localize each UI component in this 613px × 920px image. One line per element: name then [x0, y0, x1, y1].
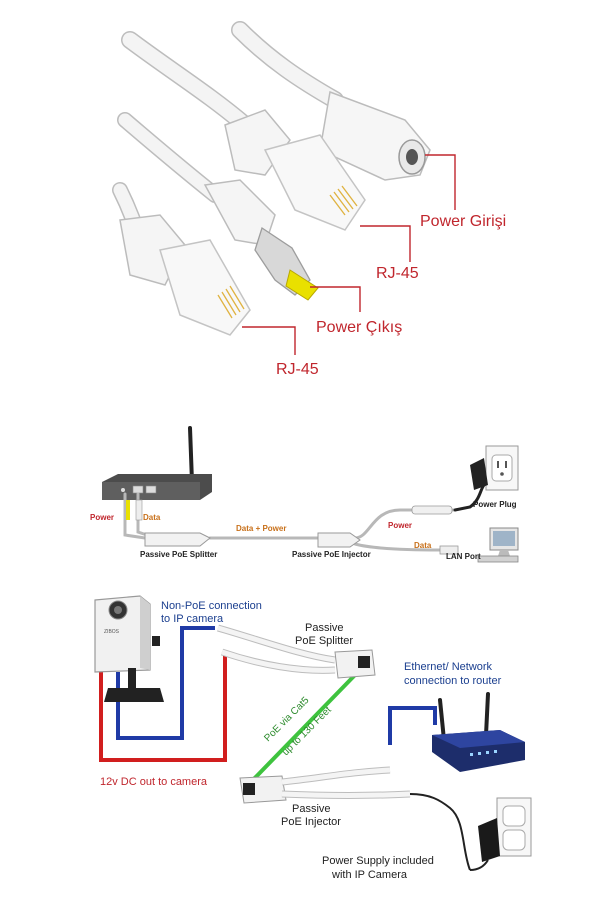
- wire-blue-data: [116, 626, 437, 745]
- camera-brand-logo: ZIBOS: [104, 629, 120, 635]
- label-data-left: Data: [143, 513, 161, 522]
- dc-male-connector: [203, 179, 319, 301]
- label-ethernet-2: connection to router: [404, 675, 502, 687]
- label-splitter-1: Passive: [305, 622, 344, 634]
- panel-cable-photo: Power Girişi RJ-45 Power Çıkış RJ-45: [112, 21, 506, 378]
- label-ethernet-1: Ethernet/ Network: [404, 661, 493, 673]
- passive-poe-splitter: [126, 499, 211, 547]
- passive-poe-injector: [317, 505, 459, 555]
- label-injector-2: PoE Injector: [281, 816, 341, 828]
- camera-power-outlet: [469, 797, 532, 871]
- label-dc-out: 12v DC out to camera: [100, 776, 208, 788]
- label-power-mid: Power: [388, 521, 412, 530]
- label-rj45-lower: RJ-45: [276, 361, 319, 378]
- power-outlet: [470, 445, 519, 491]
- label-psu-1: Power Supply included: [322, 855, 434, 867]
- wireless-router: [432, 692, 525, 772]
- panel-network-diagram: Power Data Data + Power Passive PoE Spli…: [90, 426, 519, 563]
- computer: [477, 527, 519, 563]
- label-power-output: Power Çıkış: [316, 319, 402, 336]
- panel2-cables: [123, 483, 486, 552]
- label-injector-1: Passive: [292, 803, 331, 815]
- panel-camera-diagram: ZIBOS: [94, 595, 532, 881]
- label-psu-2: with IP Camera: [331, 869, 408, 881]
- label-power-left: Power: [90, 513, 114, 522]
- label-splitter-2: PoE Splitter: [295, 635, 353, 647]
- ip-camera: ZIBOS: [94, 595, 164, 702]
- label-splitter: Passive PoE Splitter: [140, 550, 217, 559]
- camera-poe-injector: [239, 766, 471, 871]
- label-non-poe-1: Non-PoE connection: [161, 600, 262, 612]
- label-power-input: Power Girişi: [420, 213, 506, 230]
- label-lan-port: LAN Port: [446, 552, 481, 561]
- router: [102, 426, 212, 500]
- wire-green-cat5: [246, 673, 357, 787]
- label-power-plug: Power Plug: [473, 500, 517, 509]
- label-data-power: Data + Power: [236, 524, 286, 533]
- label-rj45-upper: RJ-45: [376, 265, 419, 282]
- cable-strands: [112, 21, 344, 248]
- leader-lines: [242, 154, 456, 355]
- camera-poe-splitter: [217, 624, 376, 679]
- rj45-lower-connector: [119, 214, 251, 336]
- label-non-poe-2: to IP camera: [161, 613, 224, 625]
- wire-red-dc: [99, 652, 227, 762]
- label-injector: Passive PoE Injector: [292, 550, 371, 559]
- label-data-right: Data: [414, 541, 432, 550]
- rj45-upper-connector: [224, 109, 366, 231]
